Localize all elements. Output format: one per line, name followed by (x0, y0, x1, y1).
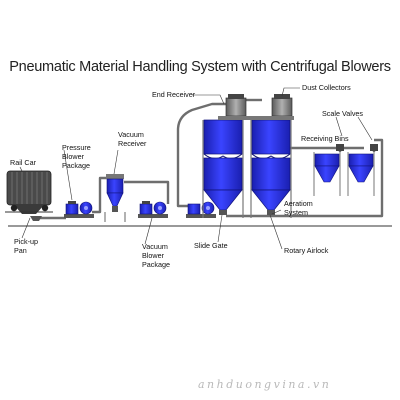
label-rail-car: Rail Car (10, 158, 37, 167)
label-receiving-bins: Receiving Bins (301, 134, 349, 143)
label-end-receiver: End Receiver (152, 90, 196, 99)
label-vacuum-receiver-line2: Receiver (118, 139, 147, 148)
watermark: anhduongvina.vn (198, 378, 332, 391)
label-pickup-pan-line2: Pan (14, 246, 27, 255)
pickup-pan-icon (30, 216, 42, 221)
label-pressure-blower-line3: Package (62, 161, 90, 170)
cyclone-receiver-icon (104, 174, 126, 222)
silo-icon (202, 119, 244, 218)
label-vacuum-receiver-line1: Vacuum (118, 130, 144, 139)
receiving-bins (313, 152, 375, 196)
label-scale-valves: Scale Valves (322, 109, 363, 118)
label-vacuum-blower-line2: Blower (142, 251, 165, 260)
label-dust-collectors: Dust Collectors (302, 83, 351, 92)
label-pressure-blower-line1: Pressure (62, 143, 91, 152)
label-vacuum-blower-line3: Package (142, 260, 170, 269)
rail-car-icon (5, 170, 53, 214)
label-aeration-line2: System (284, 208, 308, 217)
label-vacuum-blower-line1: Vacuum (142, 242, 168, 251)
leader-lines (19, 87, 373, 250)
pressure-blower-package (64, 201, 94, 218)
label-slide-gate: Slide Gate (194, 241, 228, 250)
label-pickup-pan-line1: Pick-up (14, 237, 38, 246)
dust-collector-icon (218, 94, 294, 120)
label-pressure-blower-line2: Blower (62, 152, 85, 161)
valve-icon (336, 144, 378, 151)
silo-icon (250, 119, 292, 218)
label-rotary-airlock: Rotary Airlock (284, 246, 329, 255)
transfer-blower-package (186, 201, 216, 218)
diagram-title: Pneumatic Material Handling System with … (9, 58, 391, 75)
vacuum-blower-package (138, 201, 168, 218)
label-aeration-line1: Aeratiom (284, 199, 313, 208)
